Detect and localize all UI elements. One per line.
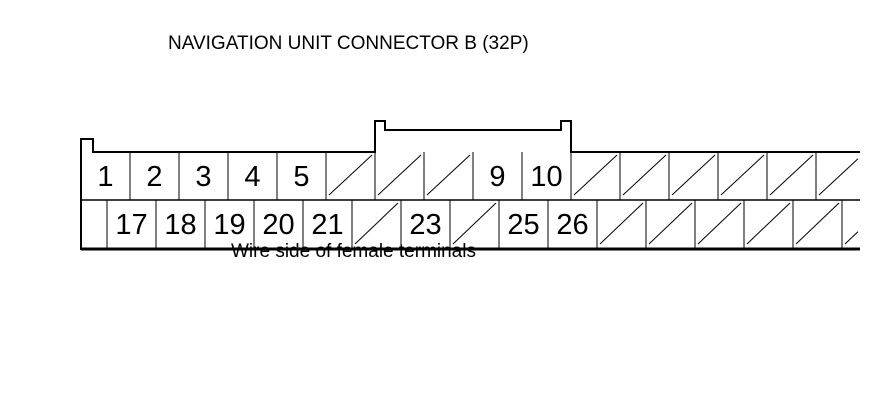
pin-label: 25: [507, 209, 539, 241]
unused-cavity-slash: [328, 154, 373, 196]
unused-cavity-slash: [844, 231, 859, 245]
pin-label: 1: [97, 161, 113, 193]
pin-label: 17: [115, 209, 147, 241]
bottom-row: 17 18 19 20 21 23 25 26: [106, 200, 859, 249]
unused-cavity-slash: [648, 202, 693, 245]
unused-cavity-slash: [426, 154, 471, 196]
pin-label: 18: [164, 209, 196, 241]
pin-label: 2: [146, 161, 162, 193]
unused-cavity-slash: [697, 202, 742, 245]
connector-outline: [80, 120, 860, 251]
unused-cavity-slash: [452, 202, 497, 245]
pin-label: 19: [213, 209, 245, 241]
unused-cavity-slash: [818, 158, 859, 196]
pin-label: 26: [556, 209, 588, 241]
pin-label: 20: [262, 209, 294, 241]
unused-cavity-slash: [671, 154, 716, 196]
unused-cavity-slash: [622, 154, 667, 196]
unused-cavity-slash: [354, 202, 399, 245]
pin-label: 10: [530, 161, 562, 193]
unused-cavity-slash: [377, 154, 422, 196]
pin-label: 23: [409, 209, 441, 241]
unused-cavity-slash: [599, 202, 644, 245]
top-row: 1 2 3 4 5 9 10: [97, 152, 859, 200]
pin-label: 5: [293, 161, 309, 193]
diagram-title: NAVIGATION UNIT CONNECTOR B (32P): [168, 33, 529, 54]
unused-cavity-slash: [746, 202, 791, 245]
unused-cavity-slash: [795, 202, 840, 245]
unused-cavity-slash: [769, 154, 814, 196]
pin-label: 21: [311, 209, 343, 241]
pin-label: 4: [244, 161, 260, 193]
pin-label: 3: [195, 161, 211, 193]
caption: Wire side of female terminals: [231, 241, 476, 262]
unused-cavity-slash: [573, 154, 618, 196]
pin-label: 9: [489, 161, 505, 193]
unused-cavity-slash: [720, 154, 765, 196]
